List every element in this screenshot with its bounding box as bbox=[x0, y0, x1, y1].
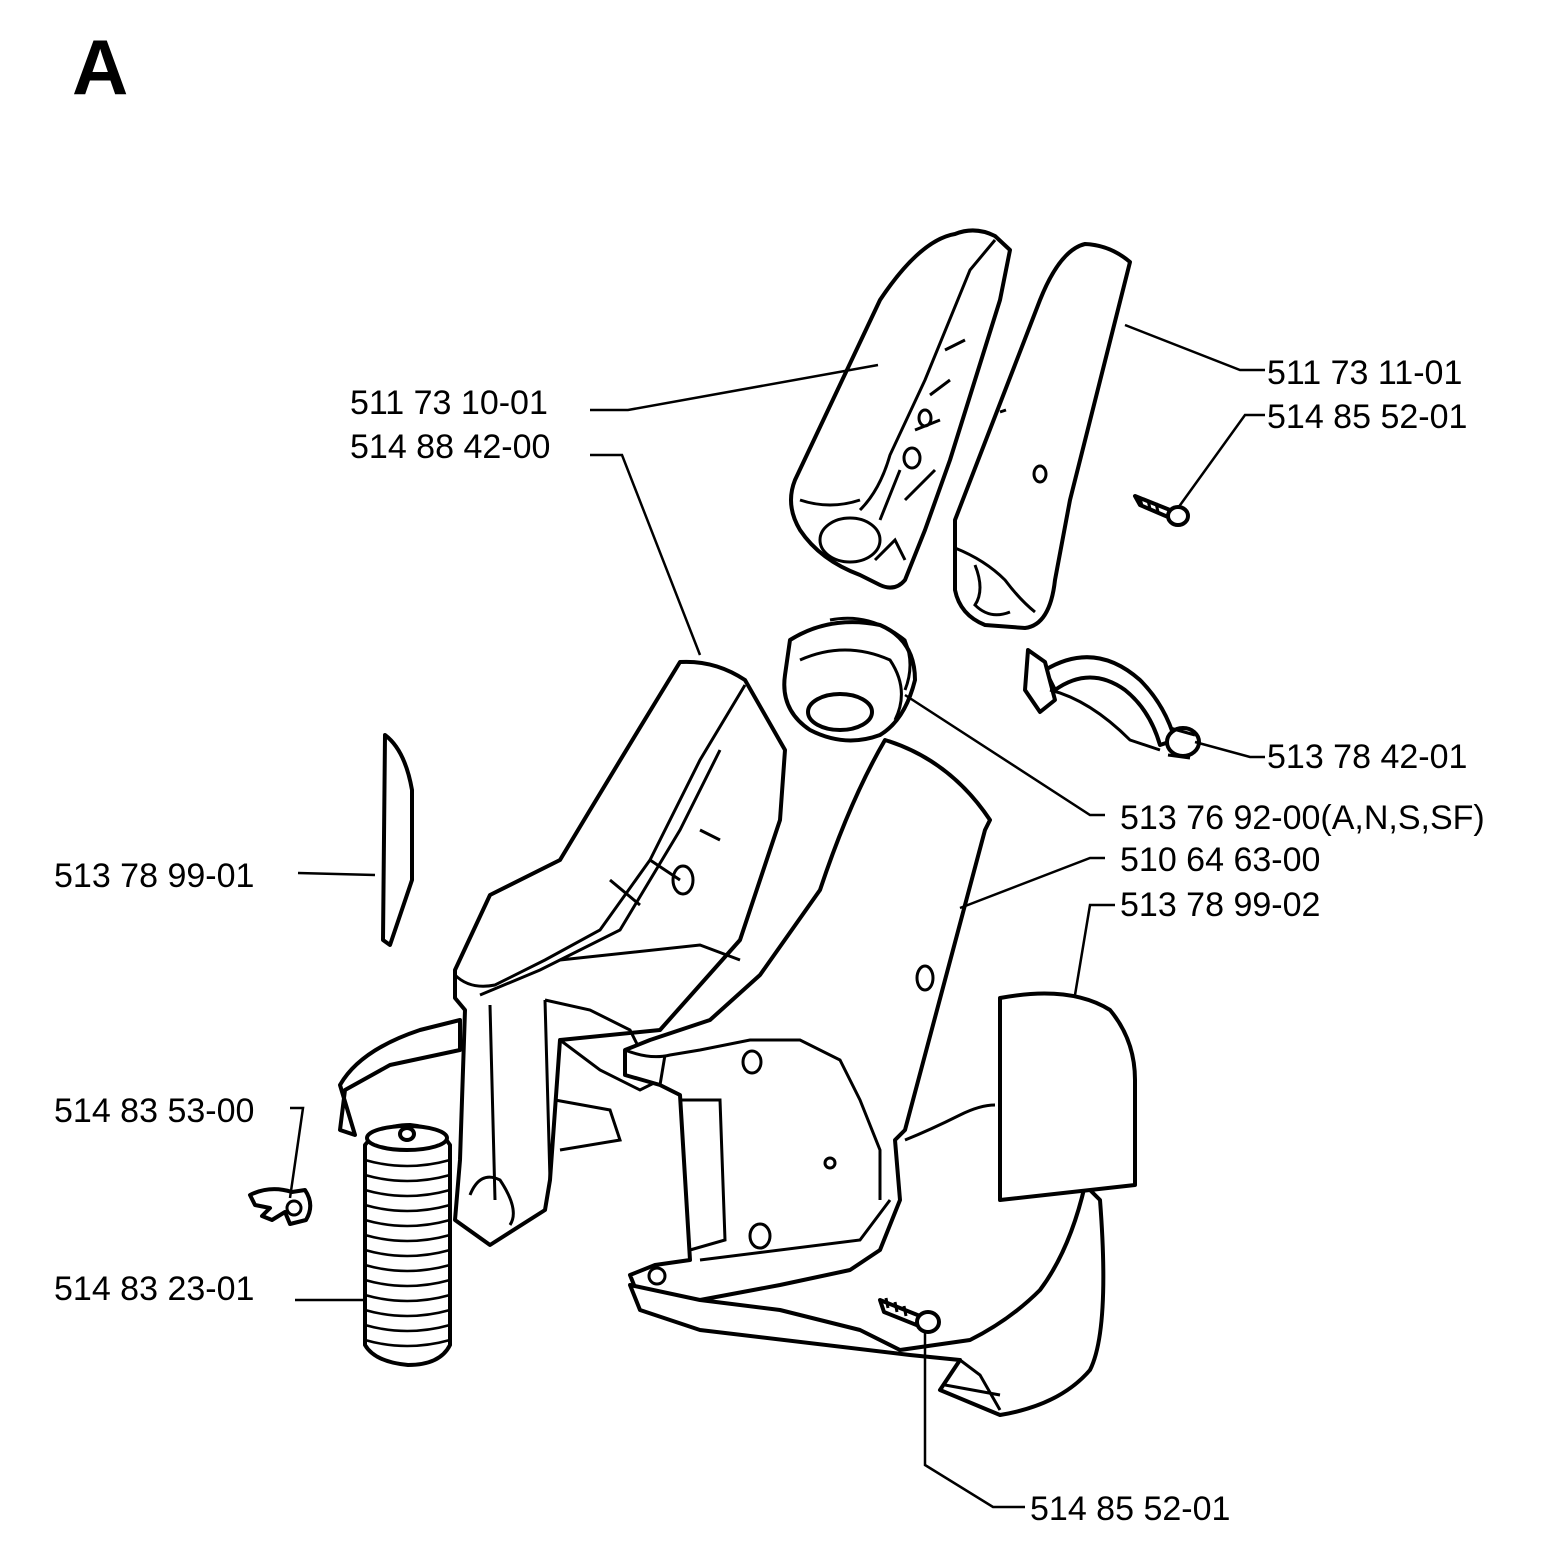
collar-part bbox=[782, 616, 917, 743]
decal-right-part bbox=[998, 991, 1137, 1202]
housing-right-part bbox=[623, 738, 996, 1302]
label-513-76-92-00: 513 76 92-00(A,N,S,SF) bbox=[1120, 799, 1485, 837]
label-513-78-99-01: 513 78 99-01 bbox=[54, 857, 254, 895]
clip-part bbox=[248, 1187, 313, 1226]
handle-clamp-part bbox=[1023, 648, 1201, 760]
housing-side-part bbox=[338, 1018, 462, 1137]
housing-left-part bbox=[453, 659, 787, 1247]
label-514-85-52-01-upper: 514 85 52-01 bbox=[1267, 398, 1467, 436]
deflector-shield-part bbox=[628, 1183, 1106, 1417]
label-511-73-11-01: 511 73 11-01 bbox=[1267, 354, 1462, 392]
leader-514-85-52-01-upper bbox=[1176, 413, 1265, 509]
leader-514-88-42-00 bbox=[590, 453, 702, 656]
label-514-85-52-01-lower: 514 85 52-01 bbox=[1030, 1490, 1230, 1528]
leader-510-64-63-00 bbox=[959, 856, 1105, 910]
leader-511-73-10-01 bbox=[590, 363, 879, 412]
label-514-83-23-01: 514 83 23-01 bbox=[54, 1270, 254, 1308]
leader-513-76-92-00 bbox=[904, 693, 1105, 817]
leader-513-78-42-01 bbox=[1194, 740, 1265, 759]
decal-left-part bbox=[381, 733, 414, 947]
label-513-78-99-02: 513 78 99-02 bbox=[1120, 886, 1320, 924]
handle-half-left-part bbox=[789, 228, 1012, 590]
leader-lines bbox=[288, 323, 1265, 1509]
label-514-83-53-00: 514 83 53-00 bbox=[54, 1092, 254, 1130]
handle-half-right-part bbox=[953, 242, 1132, 630]
spring-part bbox=[363, 1123, 452, 1367]
leader-514-85-52-01-lower bbox=[923, 1332, 1025, 1509]
label-514-88-42-00: 514 88 42-00 bbox=[350, 428, 550, 466]
leader-514-83-53-00 bbox=[288, 1106, 305, 1199]
leader-513-78-99-01 bbox=[297, 871, 376, 877]
label-513-78-42-01: 513 78 42-01 bbox=[1267, 738, 1467, 776]
screw-lower-part bbox=[878, 1297, 941, 1334]
section-title: A bbox=[72, 23, 128, 111]
label-510-64-63-00: 510 64 63-00 bbox=[1120, 841, 1320, 879]
screw-upper-part bbox=[1133, 494, 1190, 527]
leader-511-73-11-01 bbox=[1124, 323, 1265, 372]
label-511-73-10-01: 511 73 10-01 bbox=[350, 384, 548, 422]
leader-513-78-99-02 bbox=[1073, 903, 1115, 996]
